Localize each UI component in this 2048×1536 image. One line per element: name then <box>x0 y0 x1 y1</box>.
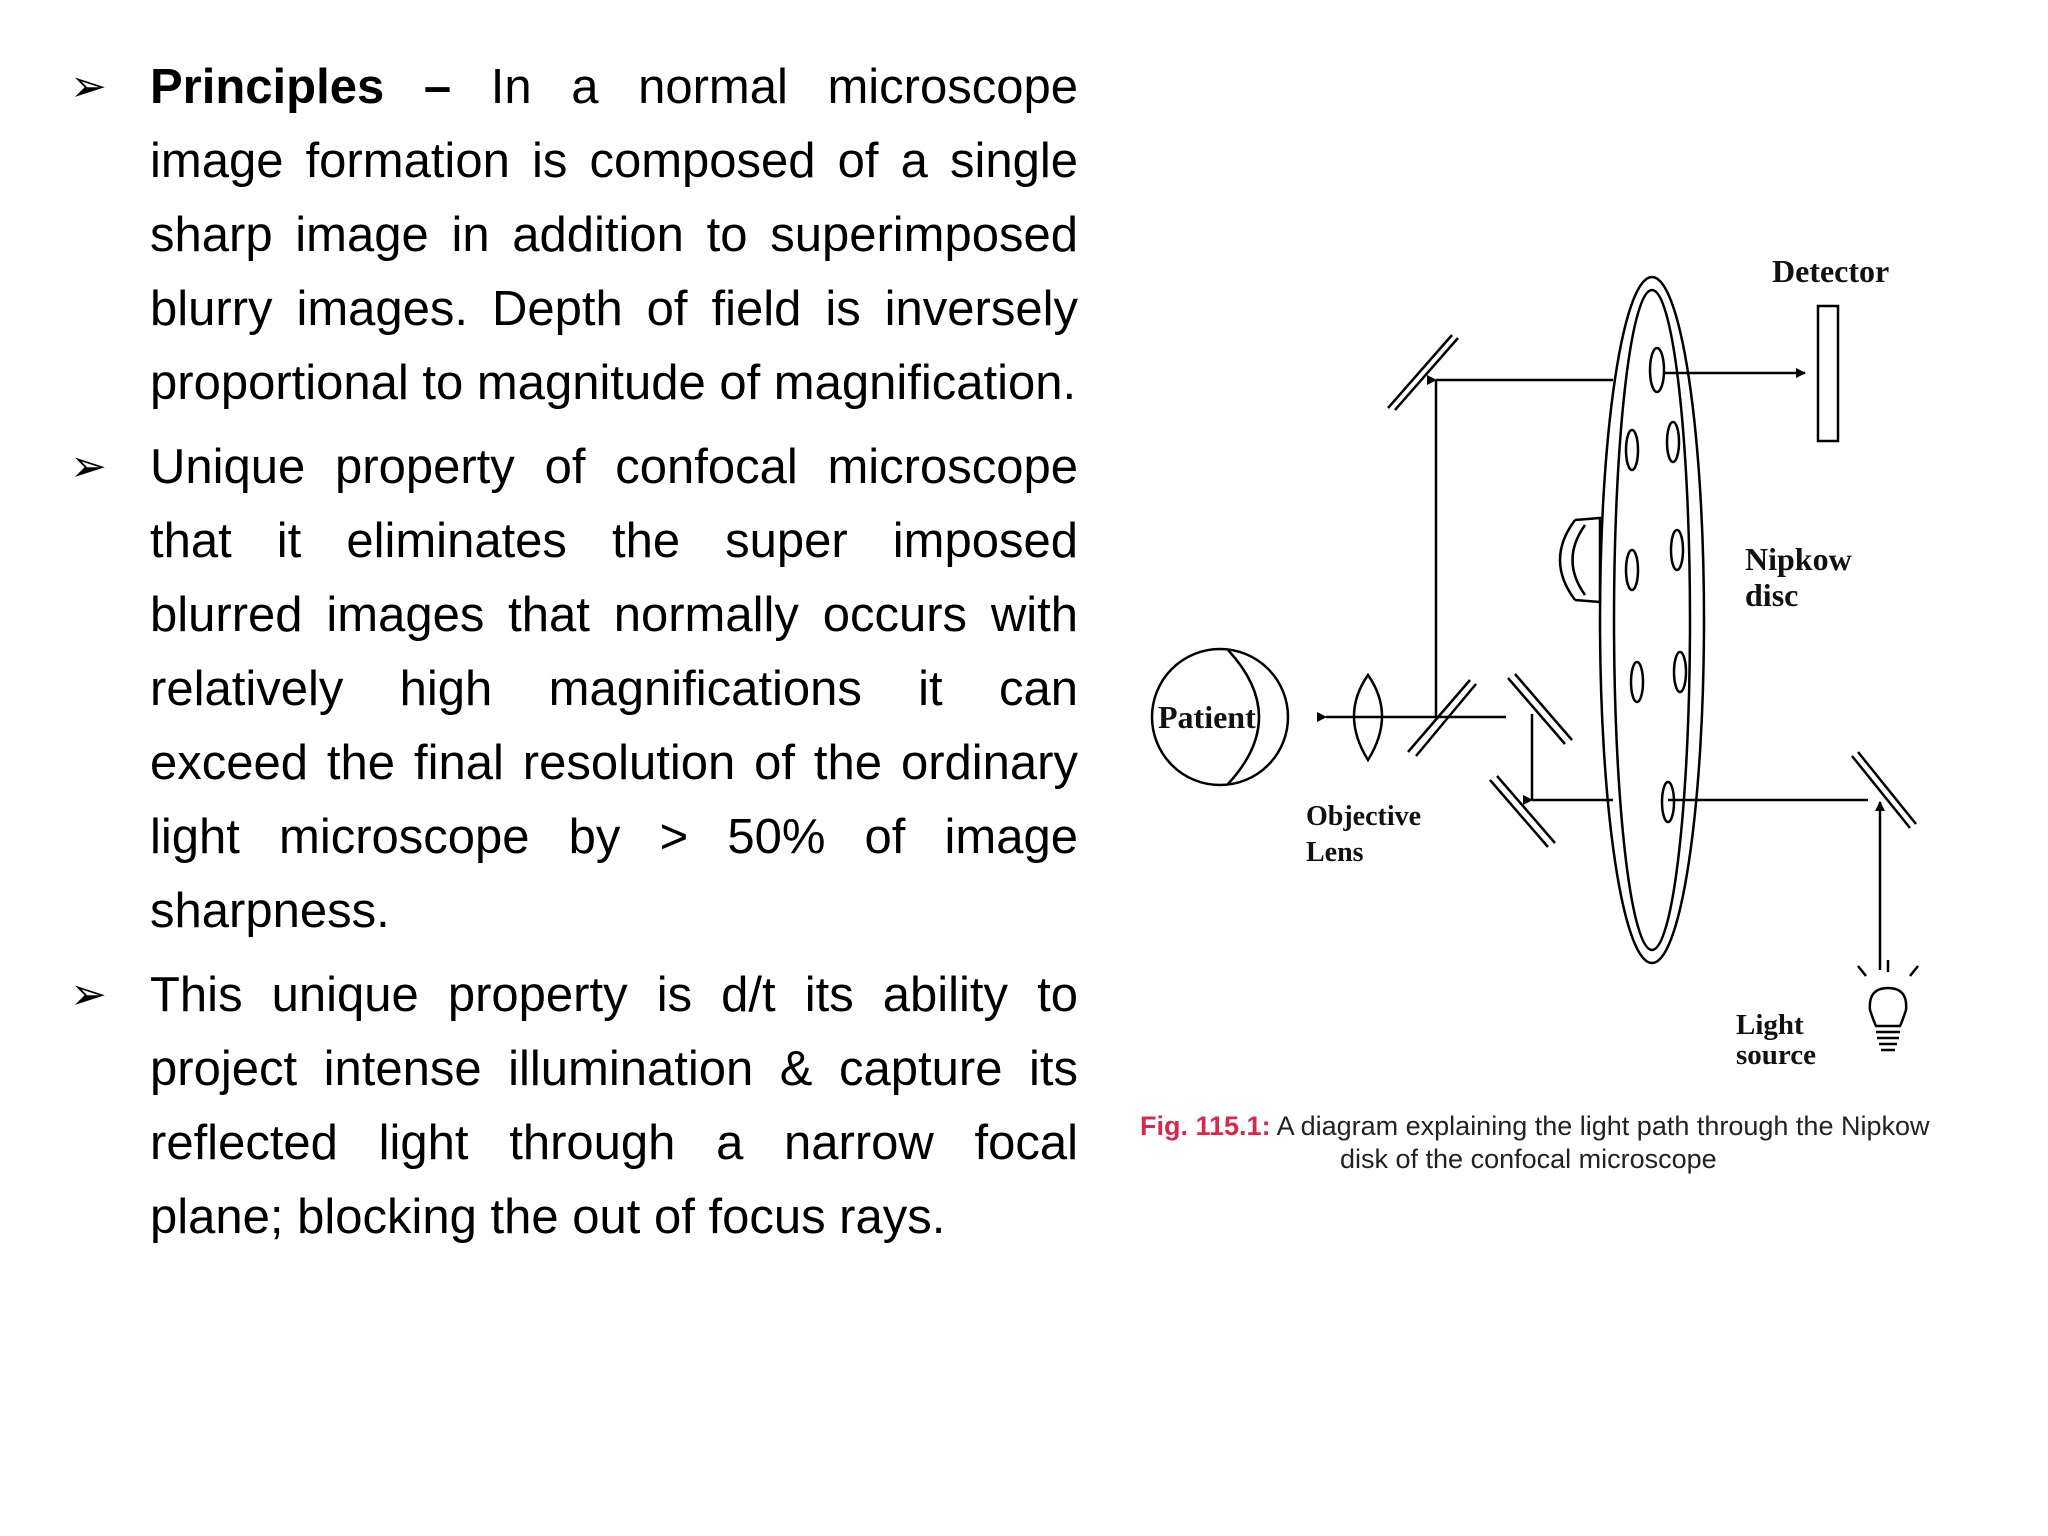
upper-mirror <box>1387 334 1453 409</box>
objective-label-line1: Objective <box>1306 801 1422 832</box>
nipkow-label-line2: disc <box>1745 577 1799 613</box>
detector-label: Detector <box>1772 253 1890 289</box>
arrow-bullet-icon: ➢ <box>70 441 107 492</box>
bullet-lead: Principles – <box>150 60 452 114</box>
pinhole <box>1624 428 1640 472</box>
objective-label-line2: Lens <box>1306 837 1364 868</box>
confocal-diagram-figure: Detector Nipkow disc Patient Objective L… <box>1140 250 2020 1200</box>
figure-caption: Fig. 115.1: A diagram explaining the lig… <box>1140 1110 1960 1176</box>
nipkow-disc <box>1598 275 1706 965</box>
lower-mirror <box>1489 779 1549 848</box>
pinhole <box>1669 528 1685 572</box>
right-mirror <box>1507 677 1566 745</box>
bullet-unique-property: ➢ Unique property of confocal microscope… <box>70 430 1078 948</box>
pinhole <box>1672 650 1688 694</box>
bullet-principles: ➢ Principles – In a normal microscope im… <box>70 50 1078 420</box>
arrow-bullet-icon: ➢ <box>70 969 107 1020</box>
patient-label: Patient <box>1158 699 1256 735</box>
detector-box <box>1816 304 1840 443</box>
bullet-ability: ➢ This unique property is d/t its abilit… <box>70 958 1078 1254</box>
bullet-text: Principles – In a normal microscope imag… <box>150 50 1078 420</box>
light-source-label-line1: Light <box>1736 1009 1804 1041</box>
light-source-label-line2: source <box>1736 1039 1817 1071</box>
source-mirror <box>1851 755 1911 829</box>
bullet-body: This unique property is d/t its ability … <box>150 968 1078 1244</box>
bullet-list: ➢ Principles – In a normal microscope im… <box>70 50 1078 1264</box>
caption-line1: A diagram explaining the light path thro… <box>1270 1111 1930 1141</box>
disc-motor <box>1558 519 1577 601</box>
caption-line2: disk of the confocal microscope <box>1340 1144 1717 1174</box>
light-path-diagram <box>1150 275 1919 1052</box>
bullet-body: In a normal microscope image formation i… <box>150 60 1079 410</box>
objective-lens <box>1352 672 1384 763</box>
pinhole <box>1648 346 1666 394</box>
patient-eye <box>1150 647 1290 787</box>
pinhole <box>1629 660 1645 704</box>
bullet-body: Unique property of confocal microscope t… <box>150 440 1078 938</box>
arrow-bullet-icon: ➢ <box>70 61 107 112</box>
figure-number: Fig. 115.1: <box>1140 1111 1271 1141</box>
bullet-text: Unique property of confocal microscope t… <box>150 430 1078 948</box>
pinhole <box>1660 780 1676 824</box>
pinhole <box>1624 548 1640 592</box>
bullet-text: This unique property is d/t its ability … <box>150 958 1078 1254</box>
nipkow-label-line1: Nipkow <box>1745 541 1852 577</box>
bulb-icon <box>1868 986 1908 1028</box>
pinhole <box>1665 420 1681 464</box>
